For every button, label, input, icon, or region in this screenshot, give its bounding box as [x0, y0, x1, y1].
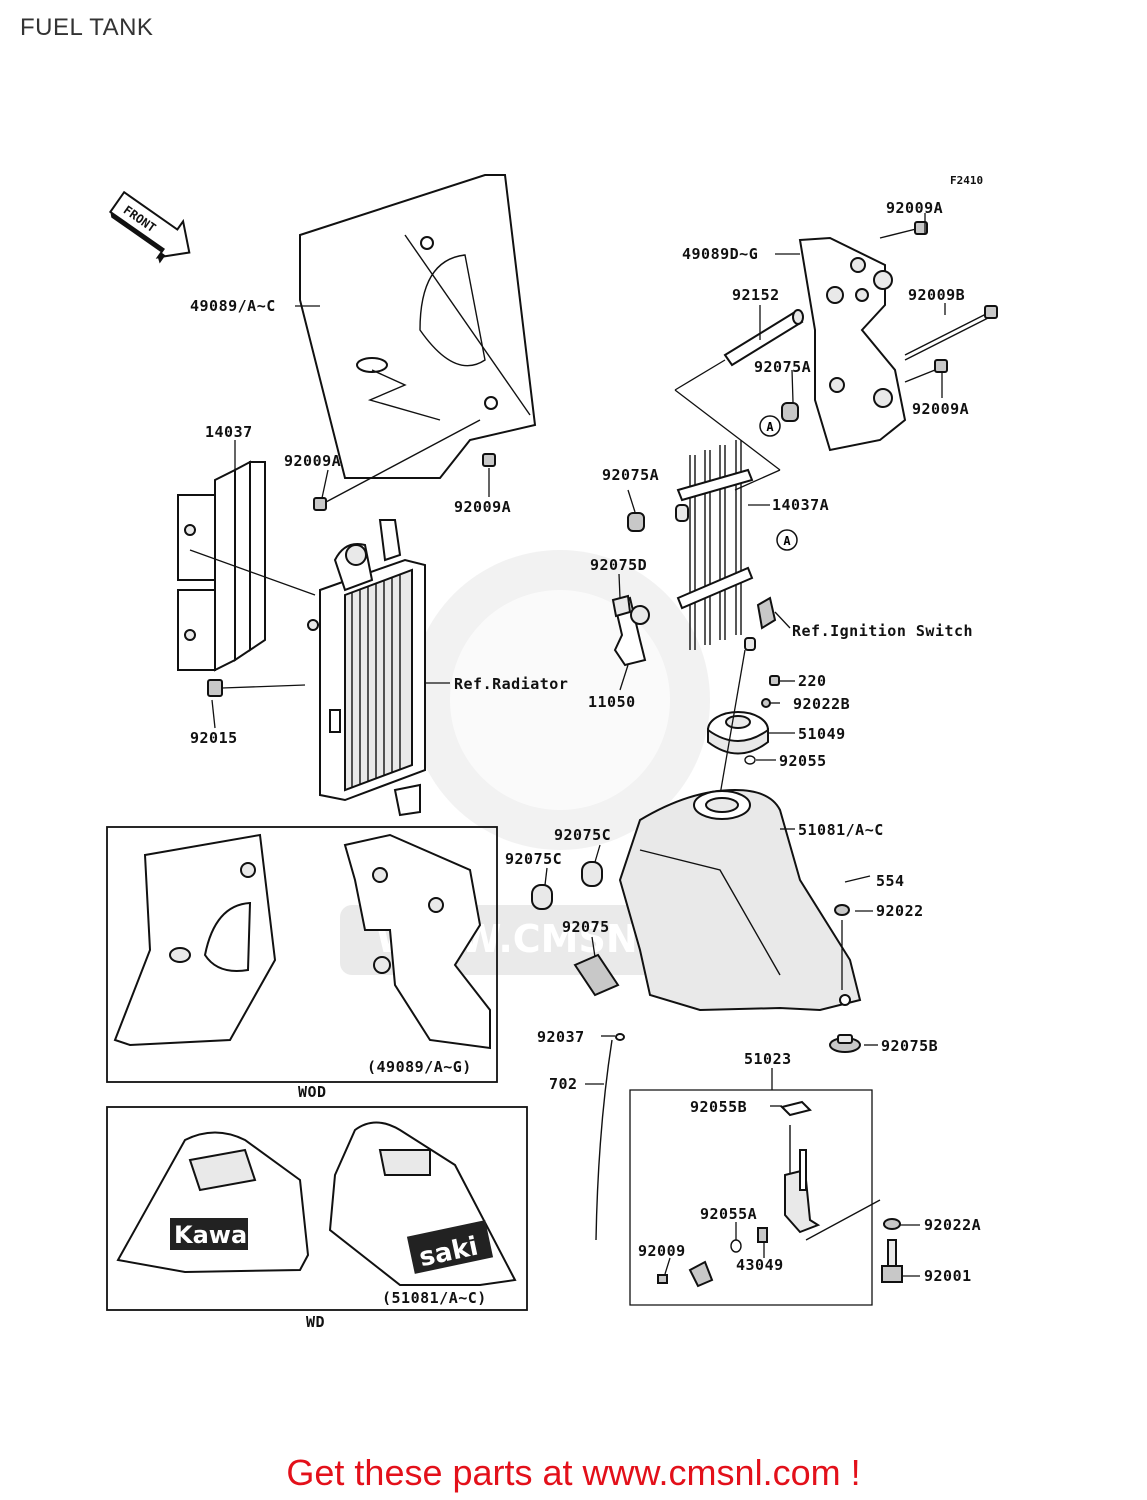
label-92009a-left: 92009A — [284, 452, 341, 470]
label-554: 554 — [876, 872, 905, 890]
circle-a-marker-1: A — [759, 415, 781, 437]
label-ref-ignition-switch: Ref.Ignition Switch — [792, 622, 973, 640]
box-wod — [106, 826, 498, 1083]
label-92037: 92037 — [537, 1028, 585, 1046]
bracket-11050 — [611, 594, 650, 667]
label-51023: 51023 — [744, 1050, 792, 1068]
label-92009a-right: 92009A — [912, 400, 969, 418]
circle-a-marker-2: A — [776, 529, 798, 551]
label-ref-radiator: Ref.Radiator — [454, 675, 568, 693]
figure-code: F2410 — [950, 174, 983, 187]
label-51049: 51049 — [798, 725, 846, 743]
label-92075a-top: 92075A — [754, 358, 811, 376]
collar-92075c-a — [581, 861, 603, 887]
radiator-shroud-left — [299, 174, 537, 479]
label-92075c-a: 92075C — [554, 826, 611, 844]
grommet-92075a-top — [781, 402, 799, 422]
label-box-wod: WOD — [298, 1083, 327, 1101]
parts-diagram: WWW.CMSNL.COM F2410 FRONT — [106, 174, 998, 1331]
screw-220 — [769, 675, 780, 686]
label-92075c-b: 92075C — [505, 850, 562, 868]
damper-92075b — [829, 1034, 861, 1053]
label-92075d: 92075D — [590, 556, 647, 574]
label-92055: 92055 — [779, 752, 827, 770]
label-92009b: 92009B — [908, 286, 965, 304]
front-arrow-icon: FRONT — [108, 190, 191, 264]
decal-kawa: Kawa — [174, 1221, 247, 1249]
damper-92075 — [573, 953, 620, 997]
radiator — [307, 519, 426, 817]
clip-92015 — [207, 679, 306, 697]
ignition-switch-part — [744, 596, 777, 651]
radiator-shroud-right — [798, 236, 907, 452]
label-92075b: 92075B — [881, 1037, 938, 1055]
svg-text:A: A — [783, 534, 791, 548]
washer-92022 — [834, 904, 850, 916]
label-92015: 92015 — [190, 729, 238, 747]
bolt-92009a-mid — [482, 453, 496, 467]
label-220: 220 — [798, 672, 827, 690]
label-box-wod-ref: (49089/A~G) — [367, 1058, 472, 1076]
label-14037: 14037 — [205, 423, 253, 441]
fuel-tank-51081 — [618, 788, 862, 1012]
grommet-92075a-mid — [627, 504, 689, 532]
collar-92075c-b — [531, 884, 553, 910]
label-702: 702 — [549, 1075, 578, 1093]
label-92055a: 92055A — [700, 1205, 757, 1223]
label-92152: 92152 — [732, 286, 780, 304]
label-box-wd-ref: (51081/A~C) — [382, 1289, 487, 1307]
washer-92022a — [883, 1218, 901, 1230]
box-wd: Kawa saki — [106, 1106, 528, 1311]
label-11050: 11050 — [588, 693, 636, 711]
washer-92022b — [761, 698, 771, 708]
svg-text:A: A — [766, 420, 774, 434]
breather-hose-702 — [595, 1033, 625, 1241]
label-14037a: 14037A — [772, 496, 829, 514]
label-92055b: 92055B — [690, 1098, 747, 1116]
label-43049: 43049 — [736, 1256, 784, 1274]
label-92022: 92022 — [876, 902, 924, 920]
label-box-wd: WD — [306, 1313, 325, 1331]
label-92009: 92009 — [638, 1242, 686, 1260]
bolt-92009a-left — [313, 419, 481, 511]
footer-promo-text: Get these parts at www.cmsnl.com ! — [286, 1452, 861, 1493]
label-92075a-mid: 92075A — [602, 466, 659, 484]
label-51081ac: 51081/A~C — [798, 821, 884, 839]
box-51023 — [629, 1089, 881, 1306]
label-92001: 92001 — [924, 1267, 972, 1285]
bolt-92009b — [904, 305, 998, 361]
leader-lines — [211, 213, 946, 1277]
clip-554 — [844, 875, 871, 883]
collar-92152 — [723, 309, 804, 367]
bolt-92009a-right — [904, 359, 948, 383]
label-49089ac: 49089/A~C — [190, 297, 276, 315]
page-title: FUEL TANK — [20, 14, 154, 41]
fuel-cap-51049 — [707, 711, 769, 755]
label-92075: 92075 — [562, 918, 610, 936]
label-92009a-mid: 92009A — [454, 498, 511, 516]
bolt-92009a-top — [879, 221, 928, 239]
gasket-92055 — [744, 755, 756, 765]
bolt-92001 — [881, 1239, 903, 1283]
label-92022a: 92022A — [924, 1216, 981, 1234]
label-92022b: 92022B — [793, 695, 850, 713]
tank-louver-14037a — [676, 440, 754, 650]
label-92009a-top: 92009A — [886, 199, 943, 217]
label-49089dg: 49089D~G — [682, 245, 758, 263]
radiator-louver-14037 — [177, 460, 266, 672]
